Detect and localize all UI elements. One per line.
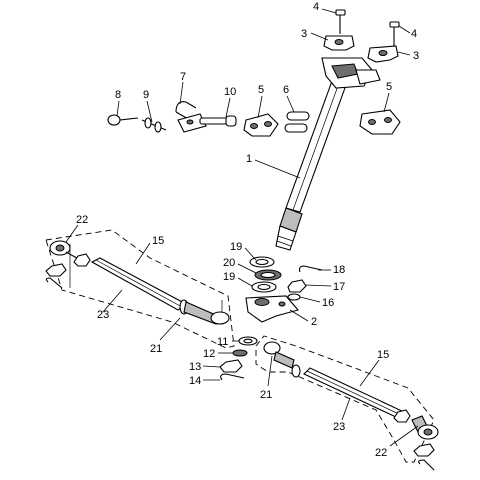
callout-23: 23 [333, 421, 345, 433]
callout-21: 21 [260, 389, 272, 401]
callout-16: 16 [322, 297, 334, 309]
spring-clip [175, 101, 207, 133]
bearing-washer [254, 269, 282, 281]
clamp-half-left [323, 35, 355, 51]
bushing-lower [251, 281, 277, 293]
callout-12: 12 [203, 348, 215, 360]
callout-10: 10 [224, 86, 236, 98]
upper-column-bracket [321, 57, 381, 89]
arm-washer [287, 293, 301, 301]
leader-lines [65, 8, 419, 447]
tie-rod-right [291, 364, 405, 419]
bolt-with-washers [141, 117, 167, 133]
steering-arm [245, 295, 299, 323]
callout-1: 1 [246, 153, 252, 165]
callout-11: 11 [217, 336, 228, 348]
cotter-pin-upper [298, 265, 323, 273]
jam-nut-right [393, 409, 411, 423]
callout-4: 4 [313, 1, 319, 13]
callout-20: 20 [223, 257, 235, 269]
jam-nut-left [73, 253, 91, 267]
callout-5: 5 [258, 84, 264, 96]
castle-nut [287, 279, 307, 293]
callout-labels: 4 4 3 3 8 9 7 10 5 6 5 1 22 15 19 20 19 … [76, 1, 419, 459]
callout-4: 4 [411, 28, 417, 40]
bracket-left [243, 113, 279, 137]
washer-12 [232, 349, 248, 357]
callout-5: 5 [386, 81, 392, 93]
castle-nut-right [413, 443, 435, 457]
right-tie-rod-assembly [255, 335, 435, 463]
callout-17: 17 [333, 281, 345, 293]
callout-19: 19 [223, 271, 235, 283]
callout-15: 15 [377, 349, 389, 361]
bracket-right [359, 109, 401, 135]
castle-nut-left [45, 263, 67, 277]
callout-18: 18 [333, 264, 345, 276]
callout-22: 22 [76, 214, 88, 226]
spacer-pair [284, 111, 310, 133]
callout-3: 3 [301, 28, 307, 40]
tie-rod-end-right-outer [411, 415, 439, 440]
callout-3: 3 [413, 50, 419, 62]
callout-21: 21 [150, 343, 162, 355]
callout-7: 7 [180, 71, 186, 83]
cotter-pin-right [418, 459, 435, 471]
left-tie-rod-assembly [45, 229, 235, 349]
cotter-pin-left [45, 277, 63, 289]
pivot-pin [199, 115, 237, 127]
clamp-half-right [367, 45, 399, 63]
tie-rod-end-left-outer [49, 240, 85, 263]
callout-8: 8 [115, 89, 121, 101]
bolt-right [389, 21, 400, 46]
long-bolt [107, 114, 139, 126]
callout-2: 2 [311, 316, 317, 328]
cotter-pin-14 [220, 373, 245, 381]
callout-9: 9 [143, 89, 149, 101]
callout-19: 19 [230, 241, 242, 253]
callout-23: 23 [97, 309, 109, 321]
bushing-upper [249, 256, 275, 268]
callout-22: 22 [375, 447, 387, 459]
callout-13: 13 [189, 361, 201, 373]
tie-rod-end-right-inner [263, 341, 295, 369]
callout-15: 15 [152, 235, 164, 247]
callout-14: 14 [189, 375, 201, 387]
nut-13 [219, 359, 243, 373]
tie-rod-end-left-inner [210, 300, 230, 325]
callout-6: 6 [283, 84, 289, 96]
washer-11 [238, 336, 258, 346]
bolt-left [335, 9, 346, 34]
tie-rod-left [90, 257, 219, 325]
